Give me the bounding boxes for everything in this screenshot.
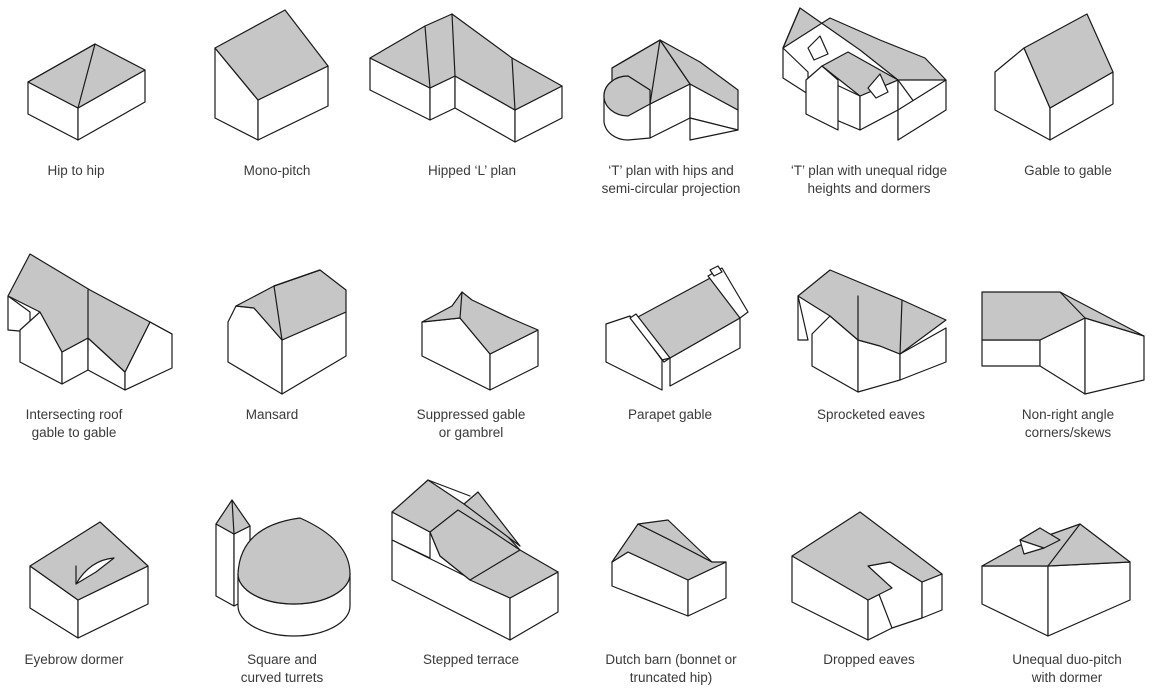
label-t-plan-semicircular: ‘T’ plan with hips and semi-circular pro… [601,163,741,196]
mono-pitch-drawing [214,9,329,141]
suppressed-gable-drawing [421,291,539,391]
intersecting-roof-drawing [7,253,173,391]
label-suppressed-gable: Suppressed gable or gambrel [416,407,526,440]
turrets-drawing [215,499,351,637]
label-non-right-angle: Non-right angle corners/skews [1021,407,1115,440]
unequal-duo-pitch-drawing [981,523,1131,637]
label-stepped-terrace: Stepped terrace [422,652,520,667]
gable-to-gable-drawing [994,13,1114,141]
label-mono-pitch: Mono-pitch [243,163,311,178]
label-hip-to-hip: Hip to hip [47,163,105,178]
hipped-l-plan-drawing [369,13,563,143]
label-turrets: Square and curved turrets [240,652,324,685]
sprocketed-eaves-drawing [797,269,947,393]
mansard-drawing [227,269,347,395]
label-t-plan-dormers: ‘T’ plan with unequal ridge heights and … [790,163,948,196]
label-eyebrow-dormer: Eyebrow dormer [24,652,124,667]
dropped-eaves-drawing [791,511,943,641]
label-gable-to-gable: Gable to gable [1024,163,1112,178]
t-plan-semicircular-drawing [603,39,739,141]
parapet-gable-drawing [605,265,749,391]
label-mansard: Mansard [245,407,299,422]
eyebrow-dormer-drawing [29,521,149,639]
label-unequal-duo-pitch: Unequal duo-pitch with dormer [1012,652,1122,685]
t-plan-dormers-drawing [782,7,947,141]
stepped-terrace-drawing [391,479,559,641]
label-dutch-barn: Dutch barn (bonnet or truncated hip) [605,652,737,685]
dutch-barn-drawing [611,519,727,617]
label-hipped-l-plan: Hipped ‘L’ plan [427,163,517,178]
label-dropped-eaves: Dropped eaves [823,652,915,667]
non-right-angle-drawing [981,291,1145,395]
hip-to-hip-drawing [27,43,146,141]
label-sprocketed-eaves: Sprocketed eaves [816,407,926,422]
label-intersecting-roof: Intersecting roof gable to gable [25,407,123,440]
label-parapet-gable: Parapet gable [627,407,713,422]
